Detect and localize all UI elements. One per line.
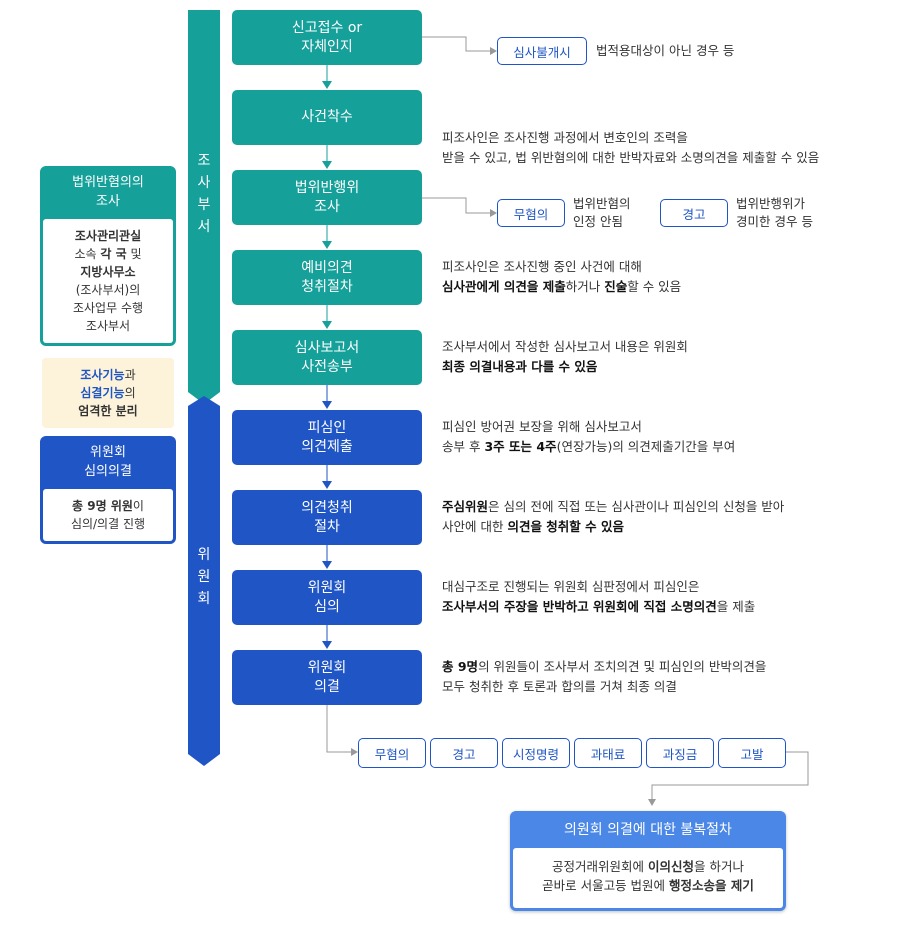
desc-case-start: 피조사인은 조사진행 과정에서 변호인의 조력을 받을 수 있고, 법 위반혐의… bbox=[442, 130, 820, 165]
step-arrowhead bbox=[322, 321, 332, 329]
desc-preliminary-hearing: 피조사인은 조사진행 중인 사건에 대해 심사관에게 의견을 제출하거나 진술할… bbox=[442, 259, 682, 294]
outcome-warning: 경고 bbox=[430, 738, 498, 768]
committee-panel: 위원회 심의의결 총 9명 위원이 심의/의결 진행 bbox=[40, 436, 176, 544]
committee-band bbox=[188, 396, 220, 766]
appeal-body: 공정거래위원회에 이의신청을 하거나 곧바로 서울고등 법원에 행정소송을 제기 bbox=[513, 848, 783, 908]
outcome-fine: 과태료 bbox=[574, 738, 642, 768]
step-arrowhead bbox=[322, 161, 332, 169]
branch-no-review-pill: 심사불개시 bbox=[497, 37, 587, 65]
desc-opinion-hearing: 주심위원은 심의 전에 직접 또는 심사관이나 피심인의 신청을 받아 사안에 … bbox=[442, 499, 785, 534]
branch-warning-text: 법위반행위가 경미한 경우 등 bbox=[736, 196, 813, 229]
step-case-start: 사건착수 bbox=[232, 90, 422, 145]
outcome-arrowhead bbox=[351, 748, 358, 756]
appeal-box: 의원회 의결에 대한 불복절차 공정거래위원회에 이의신청을 하거나 곧바로 서… bbox=[510, 811, 786, 911]
step-arrowhead bbox=[322, 81, 332, 89]
investigation-band bbox=[188, 10, 220, 404]
desc-committee-deliberation: 대심구조로 진행되는 위원회 심판정에서 피심인은 조사부서의 주장을 반박하고… bbox=[442, 579, 756, 614]
branch-no-review-text: 법적용대상이 아닌 경우 등 bbox=[596, 43, 735, 58]
desc-report-delivery: 조사부서에서 작성한 심사보고서 내용은 위원회 최종 의결내용과 다를 수 있… bbox=[442, 339, 688, 374]
outcome-penalty-surcharge: 과징금 bbox=[646, 738, 714, 768]
branch-arrowhead bbox=[490, 209, 497, 217]
investigation-panel-title: 법위반혐의의 조사 bbox=[72, 175, 144, 209]
branch-no-violation-text: 법위반혐의 인정 안됨 bbox=[573, 196, 631, 229]
appeal-title: 의원회 의결에 대한 불복절차 bbox=[564, 822, 732, 838]
outcome-no-violation: 무혐의 bbox=[358, 738, 426, 768]
separation-note: 조사기능과 심결기능의 엄격한 분리 bbox=[42, 358, 174, 428]
desc-committee-decision: 총 9명의 위원들이 조사부서 조치의견 및 피심인의 반박의견을 모두 청취한… bbox=[442, 659, 767, 694]
outcome-prosecution-referral: 고발 bbox=[718, 738, 786, 768]
branch-line-no-violation bbox=[422, 197, 490, 214]
step-arrows bbox=[322, 65, 332, 649]
appeal-arrowhead bbox=[648, 799, 656, 806]
investigation-panel: 법위반혐의의 조사 조사관리관실 소속 각 국 및 지방사무소 (조사부서)의 … bbox=[40, 166, 176, 346]
desc-respondent-opinion: 피심인 방어권 보장을 위해 심사보고서 송부 후 3주 또는 4주(연장가능)… bbox=[442, 419, 736, 454]
branch-arrowhead bbox=[490, 47, 497, 55]
branch-warning-pill: 경고 bbox=[660, 199, 728, 227]
step-arrowhead bbox=[322, 401, 332, 409]
committee-panel-body: 총 9명 위원이 심의/의결 진행 bbox=[43, 489, 173, 541]
branch-no-violation-pill: 무혐의 bbox=[497, 199, 565, 227]
step-arrowhead bbox=[322, 641, 332, 649]
outcome-line bbox=[326, 705, 351, 753]
step-arrowhead bbox=[322, 481, 332, 489]
branch-line-no-review bbox=[422, 36, 490, 52]
appeal-line bbox=[651, 751, 809, 799]
step-arrowhead bbox=[322, 241, 332, 249]
investigation-panel-body: 조사관리관실 소속 각 국 및 지방사무소 (조사부서)의 조사업무 수행 조사… bbox=[43, 219, 173, 343]
step-arrowhead bbox=[322, 561, 332, 569]
outcome-corrective-order: 시정명령 bbox=[502, 738, 570, 768]
committee-panel-title: 위원회 심의의결 bbox=[84, 445, 132, 479]
